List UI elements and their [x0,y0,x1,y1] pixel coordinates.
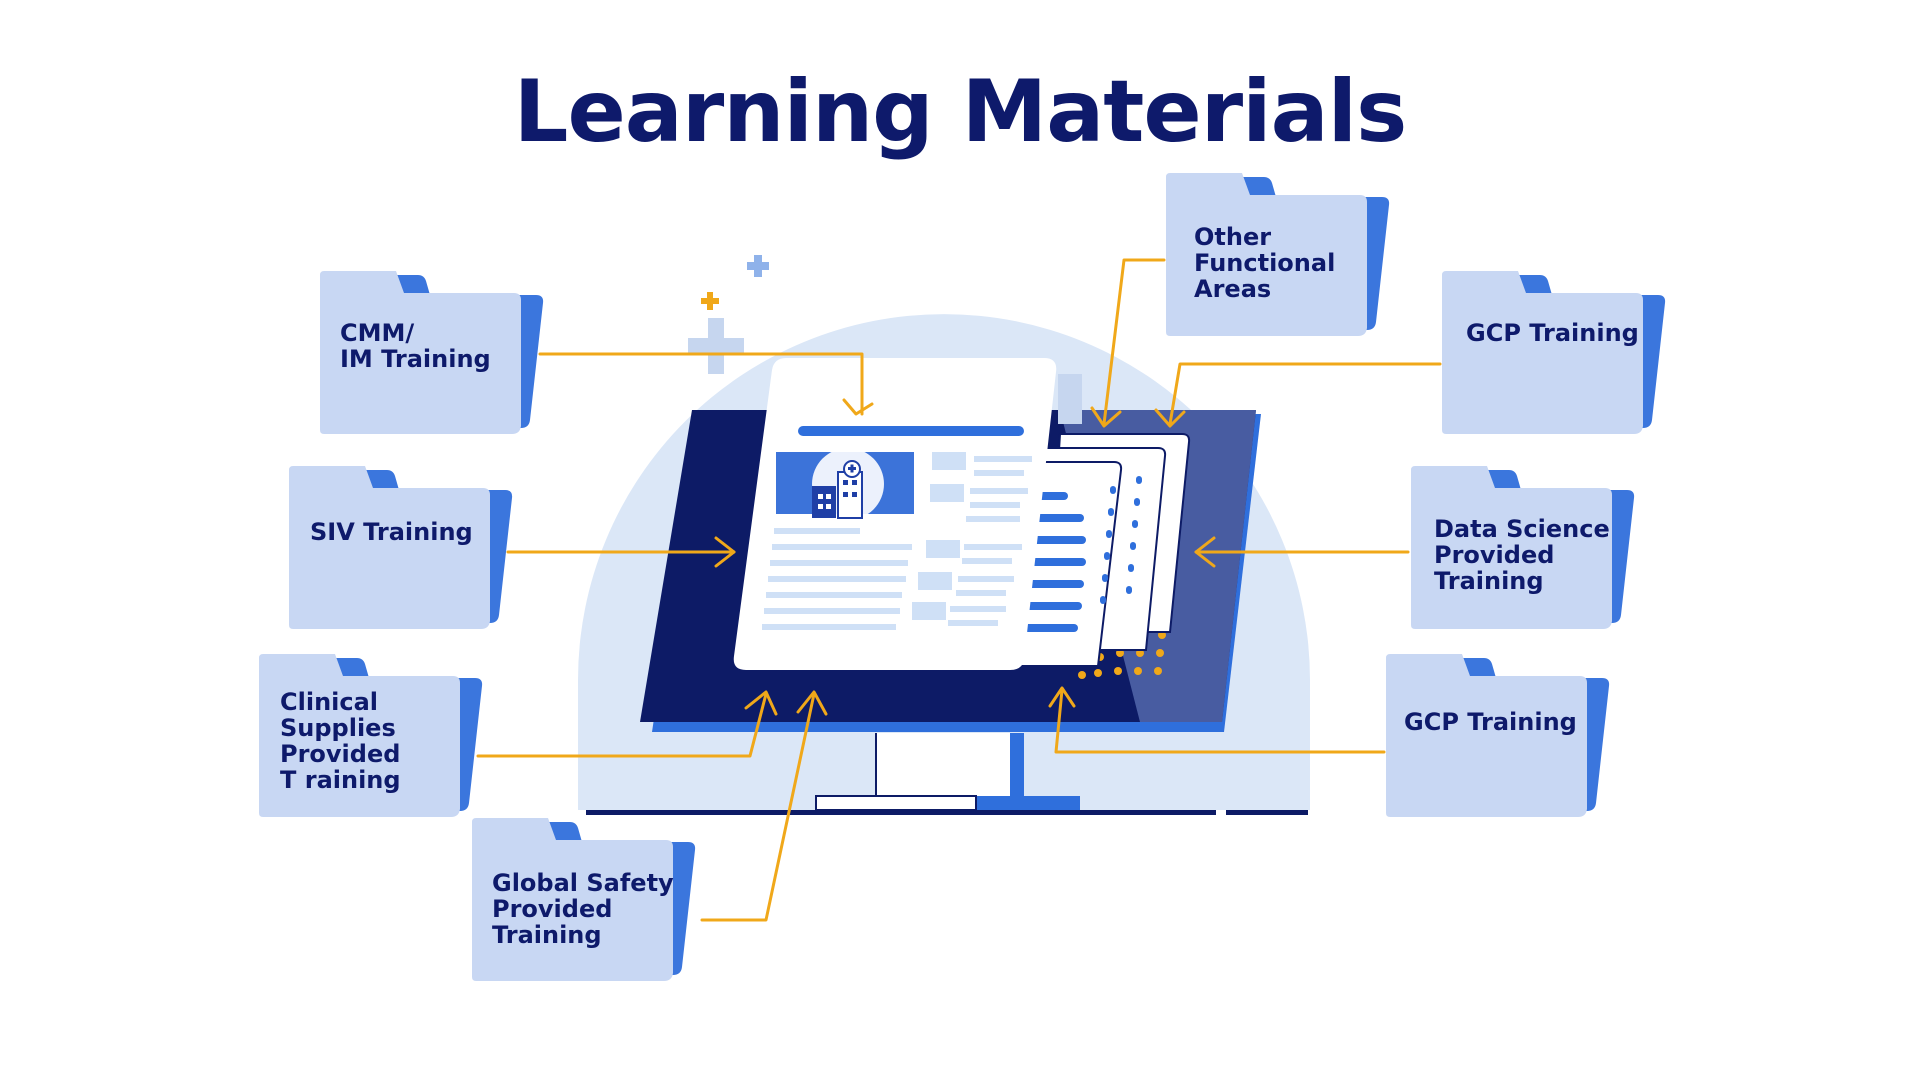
plus-icon [747,255,769,277]
folder-icon [320,271,544,434]
folder-label-other-functional-areas: Other Functional Areas [1194,223,1336,303]
arrow-icon [1090,258,1166,428]
folder-icon [259,654,483,817]
connectors [476,258,1442,922]
arrow-icon [1194,536,1410,568]
folder-icon [1166,173,1390,336]
folder-icon [1386,654,1610,817]
arrow-icon [1154,362,1442,428]
document-icon [733,358,1057,670]
folder-label-gcp-training-bottom: GCP Training [1404,708,1577,736]
folder-label-siv-training: SIV Training [310,518,473,546]
arrow-icon [700,690,828,922]
folder-icon [289,466,513,629]
folder-label-gcp-training-top: GCP Training [1466,319,1639,347]
plus-icon [688,318,744,374]
folder-label-clinical-supplies-training: Clinical Supplies Provided T raining [280,688,401,794]
arrow-icon [476,690,778,758]
folder-label-cmm-im-training: CMM/ IM Training [340,319,491,373]
folder-label-global-safety-training: Global Safety Provided Training [492,869,674,949]
plus-icon [701,292,719,310]
document-tab [1058,374,1082,424]
arrow-icon [1048,686,1386,754]
folder-icon [1411,466,1635,629]
page-title: Learning Materials [513,62,1408,162]
hospital-icon [812,448,884,520]
folder-label-data-science-training: Data Science Provided Training [1434,515,1610,595]
folder-icon [472,818,696,981]
arrow-icon [506,536,736,568]
arrow-icon [538,352,874,416]
folder-icon [1442,271,1666,434]
